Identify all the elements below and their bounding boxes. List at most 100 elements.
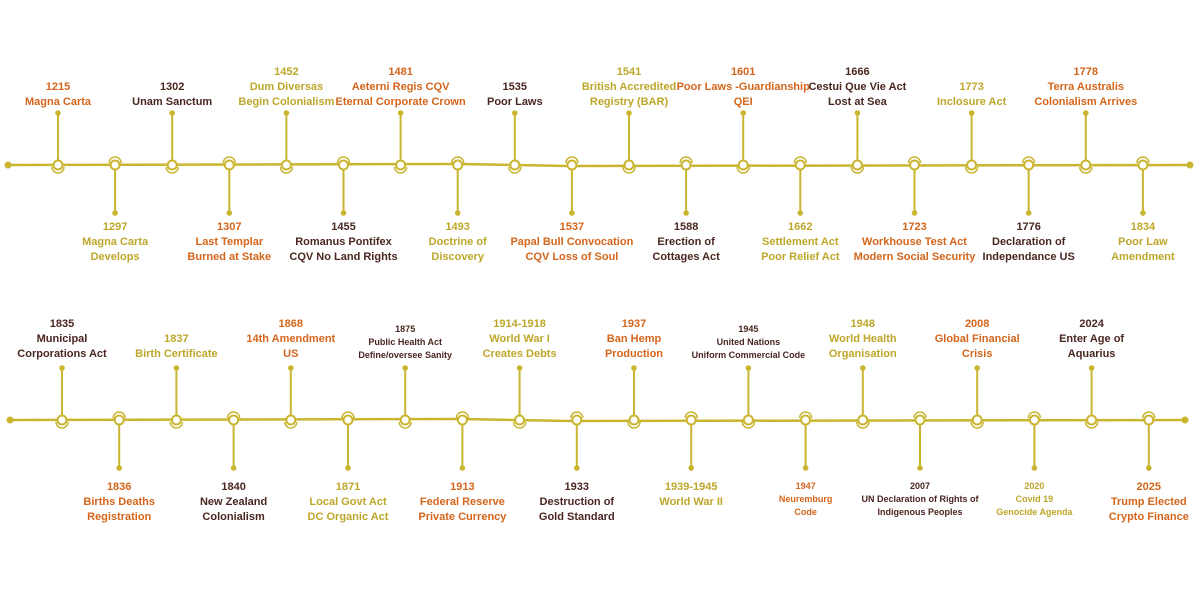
event-description: Define/oversee Sanity — [358, 350, 452, 360]
event-year: 1541 — [616, 66, 642, 78]
event-stem-dot — [740, 110, 746, 116]
event-stem-dot — [340, 210, 347, 216]
timeline-event-marker — [907, 156, 922, 216]
event-node — [452, 159, 464, 171]
event-node-arc — [336, 156, 351, 164]
event-node — [52, 159, 64, 171]
event-description: Poor Law — [1118, 236, 1168, 248]
event-description: Municipal — [36, 333, 88, 345]
event-year: 2008 — [964, 318, 990, 330]
event-description: Amendment — [1111, 251, 1175, 263]
event-description: Papal Bull Convocation — [510, 236, 634, 248]
event-node-arc — [1142, 411, 1156, 419]
event-stem-dot — [683, 210, 689, 216]
event-description: British Accredited — [581, 81, 677, 93]
event-node-arc — [684, 411, 698, 419]
timeline-event-marker — [284, 365, 298, 429]
event-description: Poor Laws — [486, 96, 543, 108]
timeline-event-marker — [913, 411, 927, 471]
event-description: World War II — [659, 496, 723, 508]
event-description: United Nations — [716, 337, 781, 347]
event-node-arc — [856, 421, 870, 429]
timeline-event-marker — [1084, 365, 1099, 429]
event-node — [1028, 414, 1040, 426]
event-node — [1023, 159, 1035, 171]
event-node-arc — [736, 166, 750, 174]
event-node — [342, 414, 354, 426]
event-node — [399, 414, 411, 426]
event-description: Settlement Act — [761, 236, 839, 248]
axis-endpoint — [1186, 161, 1194, 169]
event-description: Inclosure Act — [936, 96, 1007, 108]
event-stem-dot — [402, 365, 409, 371]
event-description: World War I — [489, 333, 550, 345]
event-node-arc — [1079, 166, 1093, 174]
event-year: 1773 — [959, 81, 984, 93]
event-node — [909, 159, 920, 171]
event-description: Develops — [90, 251, 140, 263]
event-stem-dot — [173, 365, 180, 371]
event-description: Uniform Commercial Code — [691, 350, 806, 360]
event-node — [914, 414, 926, 426]
event-stem-dot — [459, 465, 466, 471]
event-description: Global Financial — [934, 333, 1020, 345]
event-description: Code — [794, 507, 817, 517]
event-year: 2020 — [1024, 481, 1045, 491]
event-node — [971, 414, 983, 426]
event-node-arc — [679, 156, 693, 164]
event-description: World Health — [828, 333, 897, 345]
event-description: Federal Reserve — [419, 496, 505, 508]
event-description: Aeterni Regis CQV — [351, 81, 450, 93]
axis-endpoint — [1181, 416, 1189, 424]
event-description: Workhouse Test Act — [862, 236, 967, 248]
event-description: Magna Carta — [24, 96, 92, 108]
timeline-event-marker — [398, 365, 412, 429]
event-node — [628, 414, 640, 426]
event-stem-dot — [968, 110, 975, 116]
event-node-arc — [627, 421, 641, 429]
event-description: Indigenous Peoples — [877, 507, 963, 517]
event-description: Enter Age of — [1059, 333, 1125, 345]
event-stem-dot — [516, 365, 523, 371]
event-stem-dot — [345, 465, 351, 471]
timeline-event-marker — [627, 365, 641, 429]
event-year: 2025 — [1136, 481, 1162, 493]
event-node-arc — [850, 166, 865, 174]
event-node-arc — [284, 421, 298, 429]
event-node-arc — [970, 421, 984, 429]
timeline-event-marker — [108, 156, 122, 216]
timeline-axis-row-2 — [9, 417, 1186, 423]
axis-endpoint — [6, 416, 14, 424]
event-node — [56, 414, 68, 426]
event-stem-dot — [802, 465, 809, 471]
event-node — [857, 414, 869, 426]
event-node-arc — [455, 411, 470, 419]
timeline-event-marker — [570, 411, 584, 471]
event-node — [509, 159, 521, 171]
event-stem-dot — [1025, 210, 1032, 216]
event-description: Births Deaths — [83, 496, 155, 508]
event-node — [223, 159, 235, 171]
event-description: QEI — [733, 96, 753, 108]
timeline-event-marker — [279, 110, 294, 174]
event-description: Corporations Act — [17, 348, 107, 360]
timeline-event-marker — [508, 110, 522, 174]
event-description: Romanus Pontifex — [295, 236, 392, 248]
event-description: Colonialism — [202, 511, 265, 523]
event-node-arc — [108, 156, 122, 164]
timeline-event-marker — [112, 411, 126, 471]
event-year: 1875 — [395, 324, 416, 334]
event-year: 1933 — [564, 481, 590, 493]
event-description: Doctrine of — [428, 236, 487, 248]
